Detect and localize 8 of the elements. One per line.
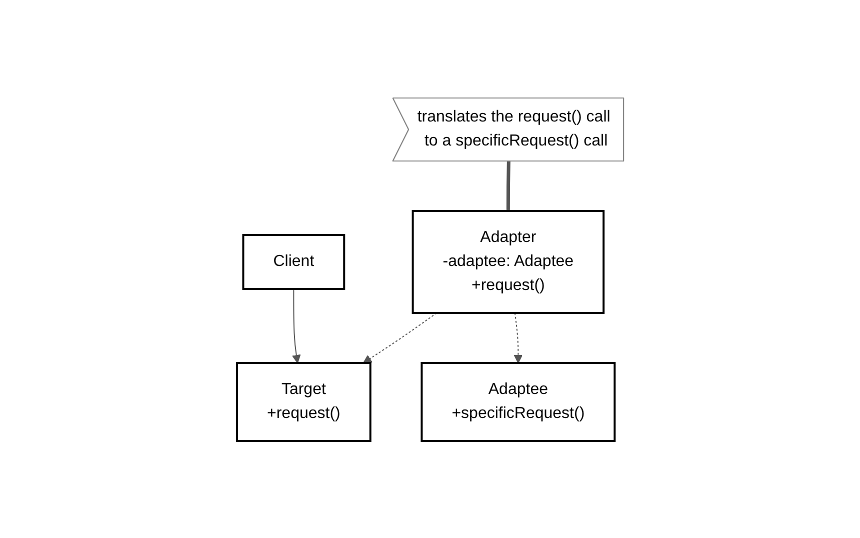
arrow (292, 288, 300, 363)
node-box: Adapter -adaptee: Adaptee +request() (412, 210, 604, 314)
node-box: Target +request() (236, 362, 372, 442)
arrow (362, 312, 437, 363)
node-box: Client (242, 234, 345, 290)
arrow (514, 312, 522, 363)
connector (506, 160, 510, 210)
node-box: Adaptee +specificRequest() (420, 362, 616, 442)
